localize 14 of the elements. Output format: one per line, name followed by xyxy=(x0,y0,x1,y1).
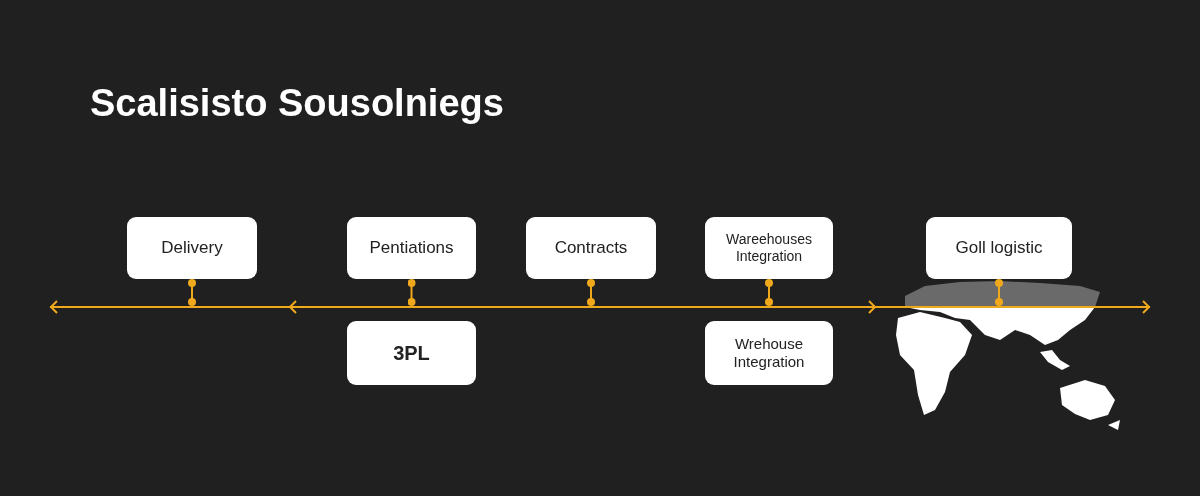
timeline-axis xyxy=(50,300,1150,314)
label-box: Wrehouse Integration xyxy=(705,321,833,385)
label-box: Goll logistic xyxy=(926,217,1072,279)
label-box: Delivery xyxy=(127,217,257,279)
label-box: Contracts xyxy=(526,217,656,279)
diagram-title: Scalisisto Sousolniegs xyxy=(90,82,504,125)
connector-stem xyxy=(188,279,196,306)
label-box: 3PL xyxy=(347,321,476,385)
connector-stem xyxy=(587,279,595,306)
connector-stem xyxy=(765,279,773,306)
label-box: Pentiations xyxy=(347,217,476,279)
connector-stem xyxy=(407,279,416,306)
label-box: Wareehouses Integration xyxy=(705,217,833,279)
connector-stem xyxy=(995,279,1003,306)
